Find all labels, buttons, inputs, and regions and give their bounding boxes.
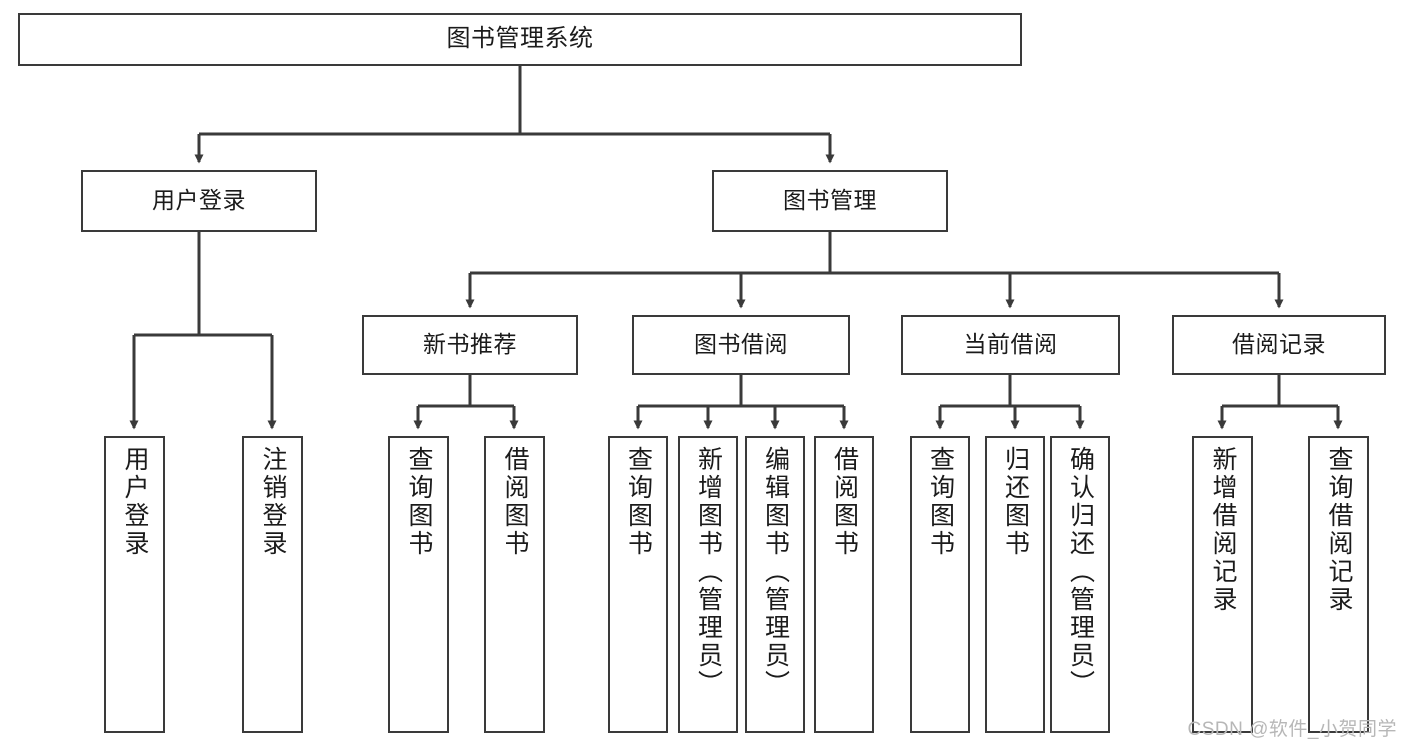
node-label: 图书管理 xyxy=(783,187,877,214)
node-book-borrow[interactable]: 图书借阅 xyxy=(632,315,850,375)
node-label: 用户登录 xyxy=(121,446,149,558)
leaf-add-book-admin[interactable]: 新增图书（管理员） xyxy=(678,436,738,733)
node-book-management[interactable]: 图书管理 xyxy=(712,170,948,232)
node-root[interactable]: 图书管理系统 xyxy=(18,13,1022,66)
leaf-borrow-book-recommend[interactable]: 借阅图书 xyxy=(484,436,545,733)
leaf-user-logout[interactable]: 注销登录 xyxy=(242,436,303,733)
leaf-query-book-borrow[interactable]: 查询图书 xyxy=(608,436,668,733)
node-label: 注销登录 xyxy=(259,446,287,558)
node-user-login[interactable]: 用户登录 xyxy=(81,170,317,232)
node-borrow-record[interactable]: 借阅记录 xyxy=(1172,315,1386,375)
node-label: 借阅图书 xyxy=(830,446,859,558)
node-label: 编辑图书（管理员） xyxy=(761,446,790,698)
node-label: 当前借阅 xyxy=(963,331,1058,358)
node-label: 图书管理系统 xyxy=(446,25,594,53)
node-label: 归还图书 xyxy=(1001,446,1030,558)
leaf-confirm-return-admin[interactable]: 确认归还（管理员） xyxy=(1050,436,1110,733)
leaf-return-book[interactable]: 归还图书 xyxy=(985,436,1045,733)
node-label: 查询图书 xyxy=(926,446,955,558)
node-new-book-recommend[interactable]: 新书推荐 xyxy=(362,315,578,375)
leaf-user-login[interactable]: 用户登录 xyxy=(104,436,165,733)
leaf-add-borrow-record[interactable]: 新增借阅记录 xyxy=(1192,436,1253,733)
leaf-query-book-current[interactable]: 查询图书 xyxy=(910,436,970,733)
node-label: 查询借阅记录 xyxy=(1325,446,1353,614)
node-label: 借阅图书 xyxy=(501,446,529,558)
node-label: 新增借阅记录 xyxy=(1209,446,1237,614)
node-label: 确认归还（管理员） xyxy=(1066,446,1095,698)
node-label: 查询图书 xyxy=(405,446,433,558)
node-label: 新书推荐 xyxy=(423,331,517,358)
leaf-borrow-book[interactable]: 借阅图书 xyxy=(814,436,874,733)
node-label: 查询图书 xyxy=(624,446,653,558)
node-label: 图书借阅 xyxy=(694,331,788,358)
node-label: 用户登录 xyxy=(152,187,246,214)
leaf-query-borrow-record[interactable]: 查询借阅记录 xyxy=(1308,436,1369,733)
leaf-edit-book-admin[interactable]: 编辑图书（管理员） xyxy=(745,436,805,733)
node-label: 借阅记录 xyxy=(1232,331,1326,358)
node-current-borrow[interactable]: 当前借阅 xyxy=(901,315,1120,375)
leaf-query-book-recommend[interactable]: 查询图书 xyxy=(388,436,449,733)
node-label: 新增图书（管理员） xyxy=(694,446,723,698)
watermark: CSDN @软件_小贺同学 xyxy=(1187,719,1397,740)
